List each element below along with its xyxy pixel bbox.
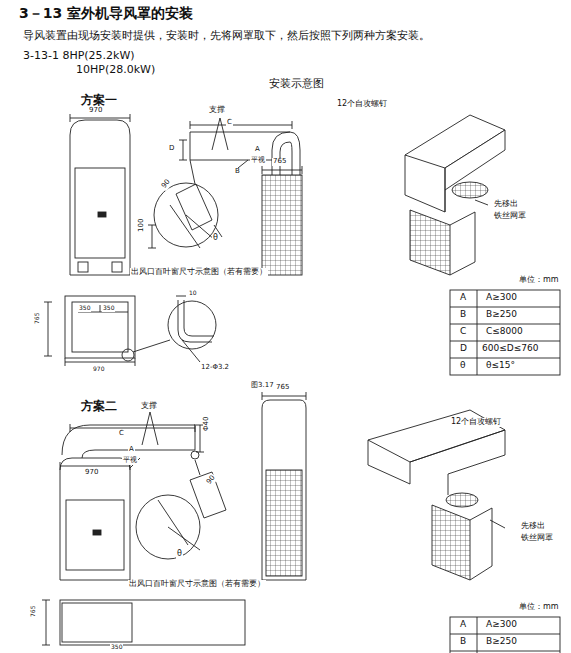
dimension-label: 支撑 [208, 106, 226, 115]
page-title: 3－13 室外机导风罩的安装 [18, 6, 194, 21]
dimension-label: 图3.17 [250, 382, 275, 390]
unit-front [70, 120, 130, 275]
dimension-label: 765 [272, 158, 287, 166]
dimension-label: 12个自攻螺钉 [336, 100, 388, 109]
table-cell: C≤8000 [485, 327, 524, 337]
dimension-label: 10 [188, 290, 198, 297]
table-cell: B [459, 310, 467, 320]
dimension-label: 支撑 [140, 402, 158, 411]
dimension-label: 765 [34, 312, 41, 325]
table-cell: A≥300 [485, 293, 518, 303]
dimension-label: 970 [84, 469, 99, 477]
dimension-label: 安装示意图 [268, 78, 325, 90]
dimension-label: C [118, 430, 125, 438]
dimension-label: 出风口百叶窗尺寸示意图（若有需要） [128, 580, 266, 589]
dimension-label: 平视 [122, 457, 138, 465]
table-cell: C [459, 327, 467, 337]
dimension-label: 970 [88, 107, 103, 115]
table-cell: A [459, 620, 467, 630]
dimension-label: 出风口百叶窗尺寸示意图（若有需要） [130, 268, 268, 277]
dimension-label: C [226, 119, 233, 127]
table-cell: A≥300 [485, 620, 518, 630]
dimension-label: 先移出 [520, 522, 546, 531]
dimension-label: 90 [205, 474, 218, 487]
dimension-label: 平视 [250, 157, 266, 165]
dimension-label: 765 [275, 384, 290, 392]
dimension-label: 765 [30, 605, 37, 618]
dimension-label: B [234, 168, 241, 176]
dimension-label: 12个自攻螺钉 [450, 418, 502, 427]
dimension-label: 导风装置由现场安装时提供，安装时，先将网罩取下，然后按照下列两种方案安装。 [22, 30, 431, 42]
dimension-label: Φ40 [203, 416, 211, 432]
spec-table [450, 290, 560, 653]
table-cell: B [459, 637, 467, 647]
dimension-label: θ [212, 234, 219, 243]
dimension-label: 单位：mm [518, 603, 560, 612]
dimension-label: D [168, 145, 175, 153]
table-cell: θ [459, 361, 467, 371]
table-cell: D [459, 344, 468, 354]
table-cell: θ≤15° [485, 361, 516, 371]
section-heading: 方案二 [80, 400, 118, 413]
section-heading: 方案一 [80, 94, 118, 107]
dimension-label: 10HP(28.0kW) [75, 64, 156, 76]
table-cell: 600≤D≤760 [481, 344, 539, 354]
dimension-label: 先移出 [493, 200, 519, 209]
dimension-label: 100 [138, 218, 146, 233]
dimension-label: 单位：mm [518, 276, 560, 285]
dimension-label: 12-Φ3.2 [200, 364, 230, 372]
table-cell: A [459, 293, 467, 303]
dimension-label: 350 [110, 644, 123, 651]
dimension-label: 350 [78, 305, 91, 312]
table-cell: B≥250 [485, 637, 518, 647]
dimension-label: A [128, 446, 135, 454]
dimension-label: 90 [160, 178, 173, 191]
dimension-label: 350 [102, 305, 115, 312]
unit-side [262, 175, 302, 275]
dimension-label: θ [176, 550, 183, 559]
dimension-label: A [254, 146, 261, 154]
table-cell: B≥250 [485, 310, 518, 320]
dimension-label: 3-13-1 8HP(25.2kW) [22, 50, 136, 62]
dimension-label: 970 [92, 366, 105, 373]
dimension-label: 铁丝网罩 [520, 534, 554, 543]
dimension-label: 铁丝网罩 [493, 212, 527, 221]
